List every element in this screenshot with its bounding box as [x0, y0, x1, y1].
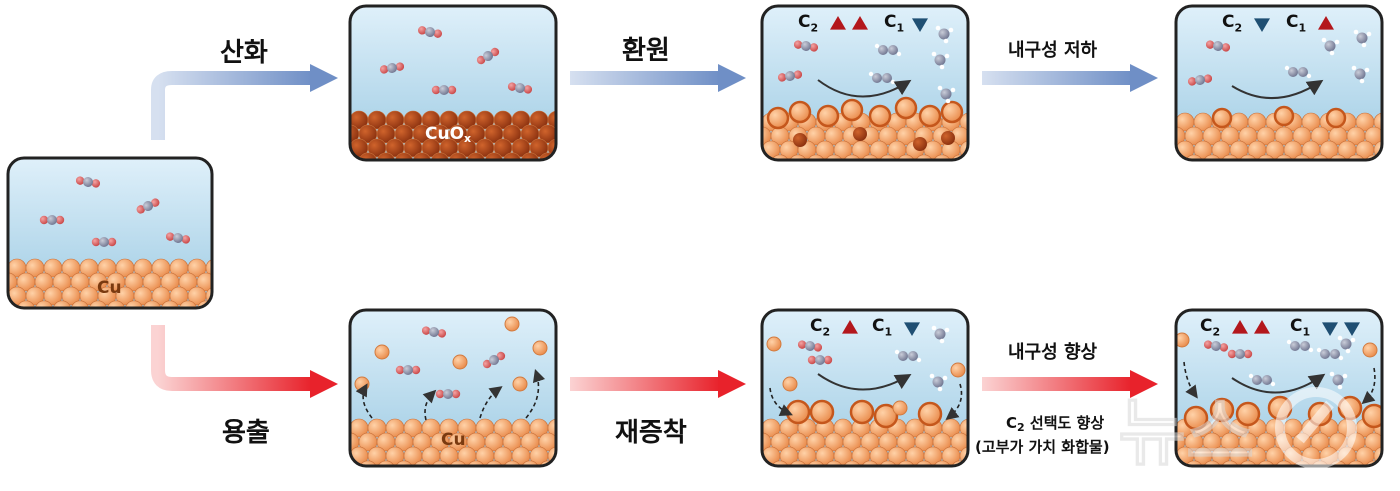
bot-mid-c1-down-triangle-1: [904, 322, 920, 336]
bot-right-c1-down-triangle-1: [1322, 322, 1338, 336]
bot-right-c1-down-triangle-2: [1344, 322, 1360, 336]
arrow-durability-up: [982, 370, 1158, 398]
sel-c2-top-mid: C2: [798, 12, 819, 35]
label-c2-selectivity: C2 선택도 향상: [1006, 414, 1105, 434]
sel-c2-top-right: C2: [1222, 12, 1243, 35]
top-mid-c1-down-triangle-1: [912, 18, 928, 32]
arrow-reduction: [570, 64, 746, 92]
sel-c1-bot-mid: C1: [872, 316, 893, 339]
svg-text:뉴스: 뉴스: [1118, 390, 1254, 476]
panel-cuox: [348, 4, 558, 162]
sel-c1-bot-right: C1: [1290, 316, 1311, 339]
label-oxidation: 산화: [220, 38, 268, 68]
top-right-c1-up-triangle-1: [1318, 16, 1334, 30]
label-cu-dissolve: Cu: [441, 430, 466, 450]
selectivity-markers: [830, 16, 1360, 336]
arrow-oxidation: [151, 64, 338, 140]
label-reduction: 환원: [622, 36, 670, 66]
sel-c1-top-mid: C1: [884, 12, 905, 35]
arrow-dissolution: [151, 325, 338, 398]
panel-reduced: [760, 4, 970, 162]
top-mid-c2-up-triangle-2: [852, 16, 868, 30]
label-high-value: (고부가 가치 화합물): [975, 438, 1110, 456]
sel-c1-top-right: C1: [1286, 12, 1307, 35]
top-right-c2-down-triangle-1: [1254, 18, 1270, 32]
label-durability-up: 내구성 향상: [1008, 342, 1098, 363]
label-cu-start: Cu: [97, 278, 122, 298]
panel-redeposited: [760, 308, 970, 468]
arrow-redeposition: [570, 370, 746, 398]
bot-mid-c2-up-triangle-1: [842, 320, 858, 334]
sel-c2-bot-mid: C2: [810, 316, 831, 339]
label-dissolution: 용출: [222, 418, 270, 448]
sel-c2-bot-right: C2: [1200, 316, 1221, 339]
top-mid-c2-up-triangle-1: [830, 16, 846, 30]
panel-cu-start: [6, 156, 214, 310]
label-redeposition: 재증착: [615, 418, 687, 448]
bot-right-c2-up-triangle-2: [1254, 320, 1270, 334]
bot-right-c2-up-triangle-1: [1232, 320, 1248, 334]
panel-dissolved: [348, 308, 558, 468]
panel-improved: [1174, 308, 1384, 468]
panel-degraded: [1174, 4, 1384, 162]
arrow-durability-down: [982, 64, 1158, 92]
label-cuox: CuOx: [425, 124, 472, 145]
label-durability-down: 내구성 저하: [1008, 40, 1098, 61]
watermark-logo: 뉴스: [1118, 387, 1357, 477]
